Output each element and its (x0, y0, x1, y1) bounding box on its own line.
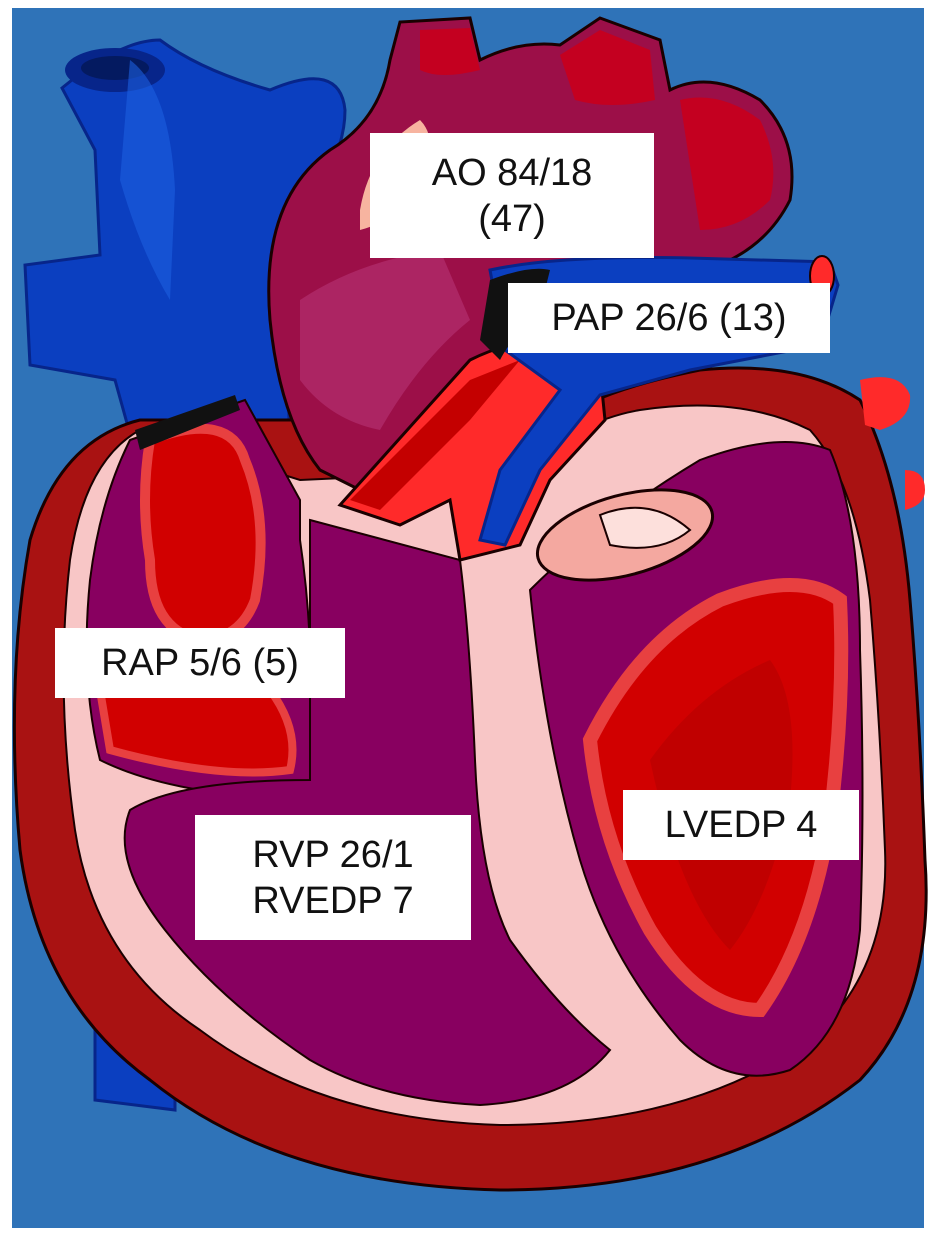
aortic-pressure-line1: AO 84/18 (432, 150, 593, 196)
right-ventricular-pressure-line2: RVEDP 7 (252, 878, 413, 924)
aorta-inner-red (420, 28, 480, 75)
aortic-pressure-line2: (47) (478, 196, 546, 242)
pulmonary-artery-pressure-text: PAP 26/6 (13) (551, 295, 786, 341)
pulmonary-artery-pressure-label: PAP 26/6 (13) (508, 283, 830, 353)
right-atrial-pressure-label: RAP 5/6 (5) (55, 628, 345, 698)
right-atrial-pressure-text: RAP 5/6 (5) (101, 640, 299, 686)
ra-red-inner (145, 429, 261, 640)
right-ventricular-pressure-line1: RVP 26/1 (252, 832, 413, 878)
lvedp-text: LVEDP 4 (665, 802, 818, 848)
lvedp-label: LVEDP 4 (623, 790, 859, 860)
aortic-pressure-label: AO 84/18 (47) (370, 133, 654, 258)
right-ventricular-pressure-label: RVP 26/1 RVEDP 7 (195, 815, 471, 940)
